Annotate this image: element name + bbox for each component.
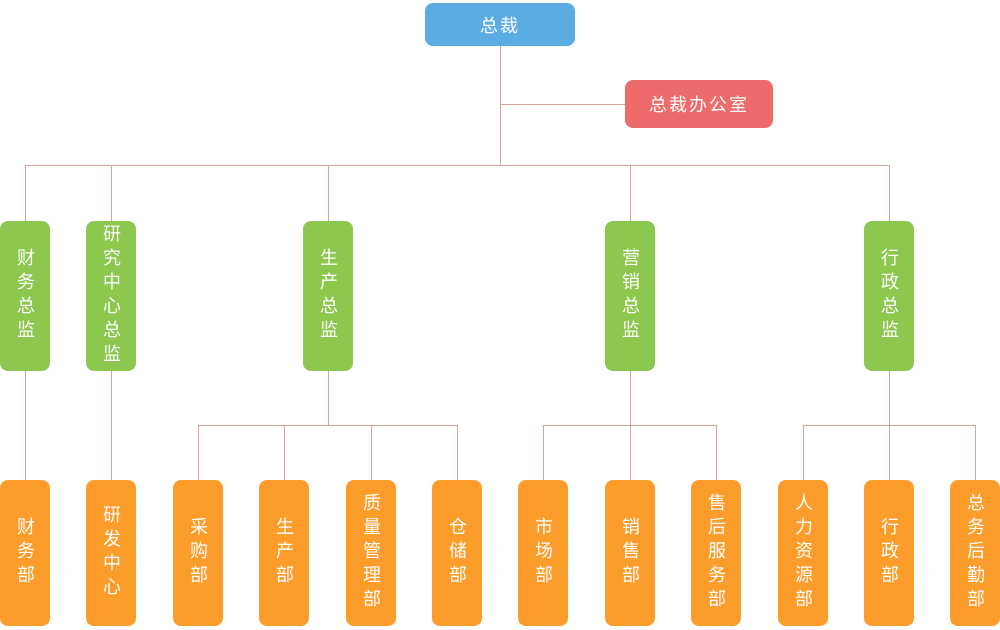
- node-market-dept-label: 市场部: [533, 517, 553, 589]
- connector-drop-logistics: [975, 425, 976, 480]
- node-hr-dept[interactable]: 人力资源部: [778, 480, 828, 626]
- node-quality-dept-label: 质量管理部: [361, 493, 381, 613]
- connector-drop-admin-dept: [889, 425, 890, 480]
- node-admin-dept-label: 行政部: [879, 517, 899, 589]
- connector-drop-research-director: [111, 165, 112, 221]
- connector-office-branch: [500, 104, 625, 105]
- node-president[interactable]: 总裁: [425, 3, 575, 46]
- node-admin-director-label: 行政总监: [879, 248, 899, 344]
- node-sales-dept-label: 销售部: [620, 517, 640, 589]
- connector-drop-market: [543, 425, 544, 480]
- node-purchasing-dept[interactable]: 采购部: [173, 480, 223, 626]
- connector-drop-quality: [371, 425, 372, 480]
- connector-finance-to-dept: [25, 371, 26, 480]
- node-finance-dept[interactable]: 财务部: [0, 480, 50, 626]
- connector-directors-bus: [25, 165, 889, 166]
- node-production-director-label: 生产总监: [318, 248, 338, 344]
- node-warehouse-dept[interactable]: 仓储部: [432, 480, 482, 626]
- connector-drop-hr: [803, 425, 804, 480]
- node-market-dept[interactable]: 市场部: [518, 480, 568, 626]
- connector-drop-admin-director: [889, 165, 890, 221]
- node-aftersales-dept-label: 售后服务部: [706, 493, 726, 613]
- node-research-director-label: 研究中心总监: [101, 224, 121, 368]
- node-finance-director-label: 财务总监: [15, 248, 35, 344]
- node-logistics-dept[interactable]: 总务后勤部: [950, 480, 1000, 626]
- connector-drop-marketing-director: [630, 165, 631, 221]
- node-logistics-dept-label: 总务后勤部: [965, 493, 985, 613]
- node-aftersales-dept[interactable]: 售后服务部: [691, 480, 741, 626]
- connector-drop-production-director: [328, 165, 329, 221]
- connector-drop-aftersales: [716, 425, 717, 480]
- node-research-director[interactable]: 研究中心总监: [86, 221, 136, 371]
- node-president-office[interactable]: 总裁办公室: [625, 80, 773, 128]
- node-finance-director[interactable]: 财务总监: [0, 221, 50, 371]
- node-marketing-director-label: 营销总监: [620, 248, 640, 344]
- node-admin-dept[interactable]: 行政部: [864, 480, 914, 626]
- connector-admin-trunk: [889, 371, 890, 425]
- node-finance-dept-label: 财务部: [15, 517, 35, 589]
- connector-root-trunk: [500, 46, 501, 165]
- node-production-dept[interactable]: 生产部: [259, 480, 309, 626]
- connector-drop-production-dept: [284, 425, 285, 480]
- node-sales-dept[interactable]: 销售部: [605, 480, 655, 626]
- node-purchasing-dept-label: 采购部: [188, 517, 208, 589]
- node-rd-center[interactable]: 研发中心: [86, 480, 136, 626]
- node-warehouse-dept-label: 仓储部: [447, 517, 467, 589]
- node-hr-dept-label: 人力资源部: [793, 493, 813, 613]
- connector-marketing-trunk: [630, 371, 631, 425]
- node-president-label: 总裁: [480, 15, 520, 36]
- connector-production-bus: [198, 425, 457, 426]
- node-production-director[interactable]: 生产总监: [303, 221, 353, 371]
- connector-drop-purchasing: [198, 425, 199, 480]
- connector-drop-sales: [630, 425, 631, 480]
- connector-research-to-dept: [111, 371, 112, 480]
- connector-drop-finance-director: [25, 165, 26, 221]
- connector-production-trunk: [328, 371, 329, 425]
- node-marketing-director[interactable]: 营销总监: [605, 221, 655, 371]
- node-admin-director[interactable]: 行政总监: [864, 221, 914, 371]
- node-president-office-label: 总裁办公室: [649, 95, 749, 115]
- node-rd-center-label: 研发中心: [101, 505, 121, 601]
- connector-drop-warehouse: [457, 425, 458, 480]
- node-quality-dept[interactable]: 质量管理部: [346, 480, 396, 626]
- node-production-dept-label: 生产部: [274, 517, 294, 589]
- connector-marketing-bus: [543, 425, 716, 426]
